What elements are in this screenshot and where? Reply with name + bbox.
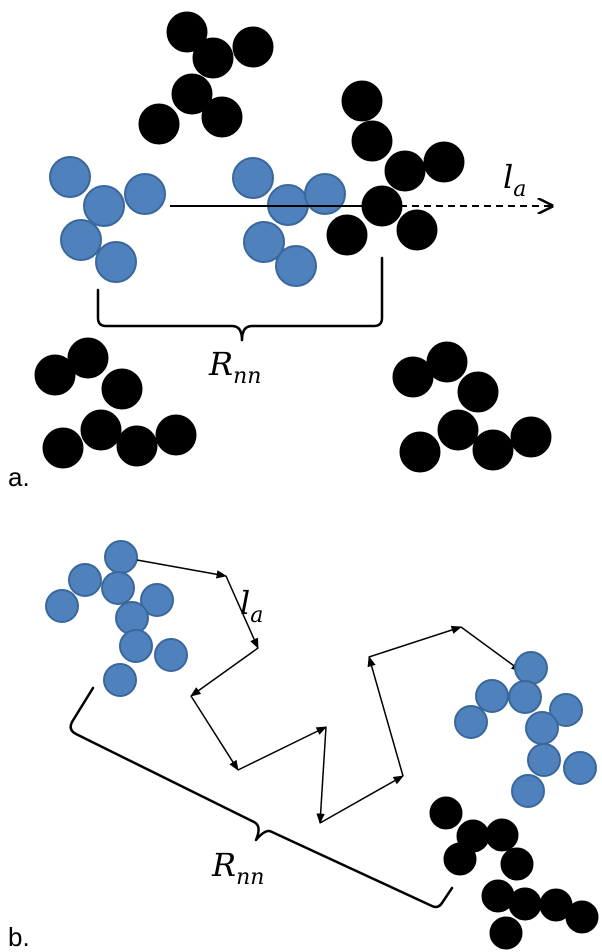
rnn-label-a: Rnn: [208, 345, 261, 389]
black-cluster-bottom-left: [34, 337, 197, 469]
panel-label-a: a.: [8, 462, 30, 492]
random-walk-path: [136, 559, 522, 825]
blue-cluster-left: [49, 156, 166, 283]
panel-label-b: b.: [8, 922, 30, 952]
rnn-label-b: Rnn: [211, 846, 264, 890]
blue-cluster-top-left: [45, 540, 188, 697]
la-label-b: la: [240, 584, 263, 628]
blue-cluster-middle: [232, 157, 346, 287]
black-cluster-bottom-b: [429, 796, 599, 950]
black-cluster-bottom-right: [392, 341, 552, 473]
rnn-brace-b: [69, 686, 454, 909]
black-cluster-right: [326, 80, 465, 256]
rnn-brace-a: [96, 256, 384, 342]
panel-b: la Rnn b.: [8, 540, 599, 952]
panel-a: la Rnn a.: [8, 11, 552, 492]
black-cluster-top: [138, 11, 274, 145]
la-label-a: la: [503, 158, 526, 202]
blue-cluster-right: [454, 651, 597, 808]
